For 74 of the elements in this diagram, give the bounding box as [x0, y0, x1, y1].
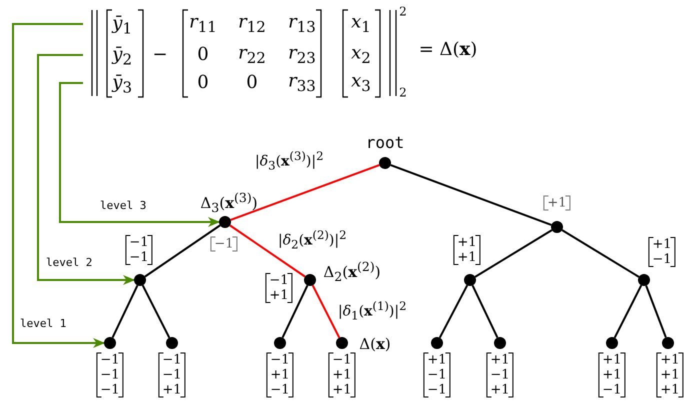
matrix-entry: 0: [246, 73, 258, 93]
vector-label: −1 +1 −1: [266, 352, 294, 398]
tree-node-dot: [379, 157, 391, 169]
level-label: level 3: [100, 200, 146, 212]
matrix-entry: r$_{13}$: [288, 12, 316, 36]
norm-exponent: 2: [399, 86, 407, 100]
vector-label: +1 −1 +1: [486, 352, 514, 398]
minus-sign: −: [152, 45, 168, 65]
tree-node-dot: [104, 337, 116, 349]
vector-label: −1 −1: [125, 235, 153, 265]
vector-entry: ȳ$_{2}$: [83, 43, 138, 67]
edge-label: |δ$_{3}$(x$^{(3)}$)|$^{2}$: [255, 150, 324, 172]
tree-node-dot: [494, 337, 506, 349]
vector-entry: ȳ$_{3}$: [83, 71, 138, 95]
matrix-entry: x$_{3}$: [351, 71, 371, 95]
tree-branch: [142, 284, 170, 338]
cost-label: Δ$_{2}$(x$^{(2)}$): [323, 260, 381, 284]
vector-label: +1 +1: [453, 235, 481, 265]
matrix-entry: r$_{12}$: [238, 12, 266, 36]
level-arrow: [12, 23, 105, 348]
level-label: level 2: [46, 257, 92, 270]
tree-branch: [112, 284, 138, 338]
vector-label: +1 +1 +1: [656, 352, 684, 398]
vector-label: −1 −1 +1: [158, 352, 186, 398]
cost-label: Δ$_{3}$(x$^{(3)}$): [200, 191, 258, 215]
vector-label: +1 +1 −1: [598, 352, 626, 398]
tree-branch: [645, 285, 667, 338]
matrix-entry: r$_{11}$: [189, 12, 217, 36]
tree-node-dot: [336, 337, 348, 349]
tree-node-dot: [431, 337, 443, 349]
matrix-entry: 0: [197, 73, 209, 93]
matrix-entry: 0: [197, 45, 209, 65]
vector-label: −1 +1 +1: [328, 352, 356, 398]
tree-node-dot: [274, 337, 286, 349]
norm-exponent: 2: [399, 5, 407, 19]
vector-entry: ȳ$_{1}$: [83, 12, 138, 36]
tree-branch: [230, 164, 380, 221]
tree-node-dot: [638, 274, 650, 286]
edge-label: |δ$_{2}$(x$^{(2)}$)|$^{2}$: [278, 229, 347, 252]
level-arrow: [59, 82, 220, 227]
vector-label: −1 −1 −1: [96, 352, 124, 398]
tree-node-dot: [166, 337, 178, 349]
edge-label: |δ$_{1}$(x$^{(1)}$)|$^{2}$: [338, 300, 407, 322]
vector-label: −1 +1: [265, 273, 293, 303]
tree-node-dot: [606, 337, 618, 349]
matrix-entry: r$_{23}$: [288, 43, 316, 67]
root-label: root: [366, 134, 404, 152]
matrix-entry: x$_{2}$: [351, 43, 371, 67]
vector-label: +1 −1: [648, 237, 676, 267]
tree-node-dot: [551, 221, 563, 233]
tree-branch: [472, 284, 498, 338]
vector-label: +1: [543, 196, 571, 210]
equation-result: = Δ(x): [418, 40, 478, 60]
tree-branch: [474, 229, 552, 278]
level-label: level 1: [20, 318, 66, 330]
tree-node-dot: [662, 337, 674, 349]
level-arrow: [37, 54, 135, 285]
tree-branch: [562, 229, 640, 278]
tree-branch: [282, 284, 308, 338]
vector-label: +1 −1 −1: [423, 352, 451, 398]
tree-branch: [312, 284, 340, 338]
cost-label: Δ(x): [359, 336, 391, 352]
tree-node-dot: [134, 274, 146, 286]
matrix-entry: x$_{1}$: [351, 12, 371, 36]
tree-branch: [229, 224, 306, 278]
tree-branch: [438, 284, 468, 338]
tree-node-dot: [219, 216, 231, 228]
vector-label: −1: [210, 236, 238, 252]
matrix-entry: r$_{33}$: [288, 71, 316, 95]
tree-branch: [614, 284, 642, 338]
matrix-entry: r$_{22}$: [238, 43, 266, 67]
tree-branch: [144, 224, 221, 278]
tree-node-dot: [464, 274, 476, 286]
tree-node-dot: [304, 274, 316, 286]
